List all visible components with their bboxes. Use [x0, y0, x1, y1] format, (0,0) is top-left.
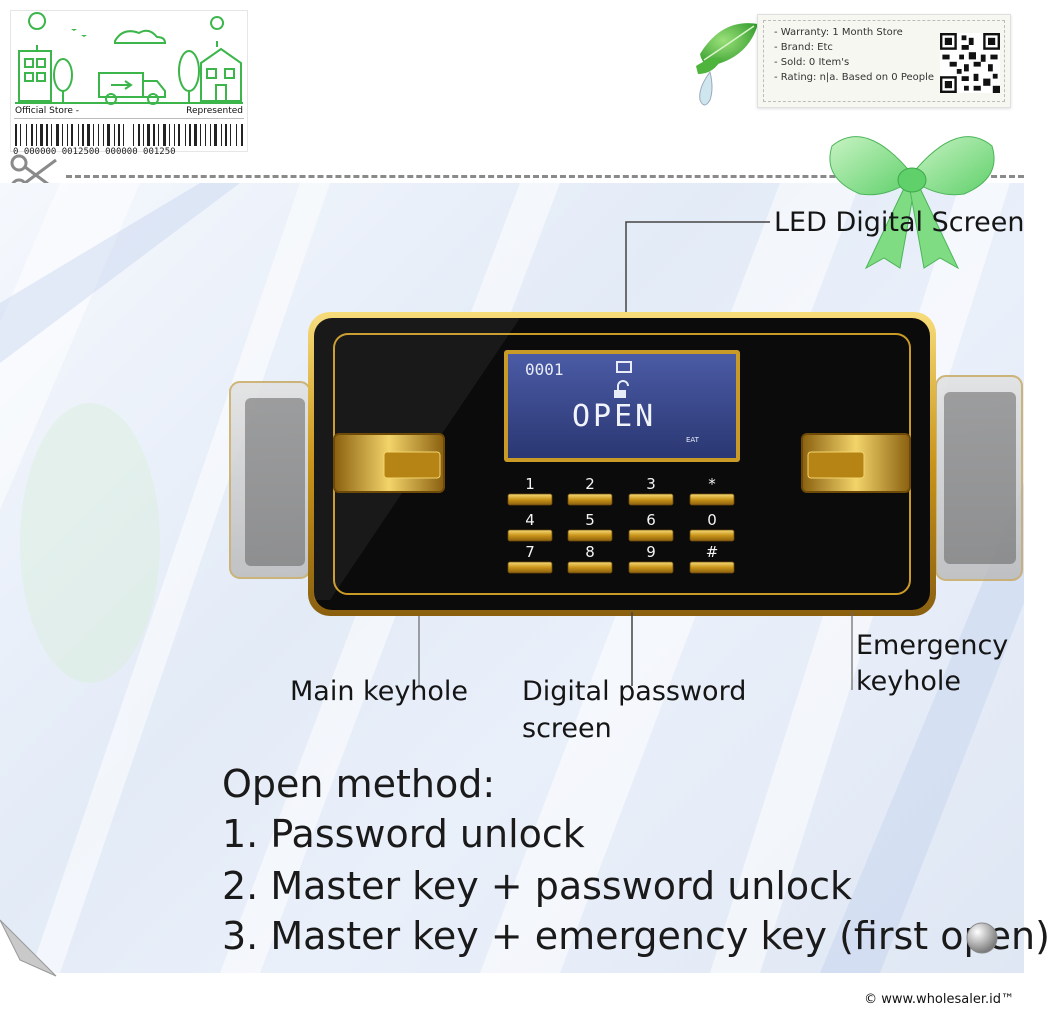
keypad-panel-illustration: 0001 OPEN EAT 1 2 3 * 4 5 6 0 7 8 9 #: [229, 221, 1023, 690]
label-digital-password-screen: screen: [522, 713, 612, 744]
store-divider: [14, 118, 244, 119]
key-label: 6: [646, 511, 656, 529]
store-name: Official Store -: [15, 106, 80, 116]
key-label: 7: [525, 543, 535, 561]
battery-icon: [616, 361, 632, 373]
keypad-key[interactable]: [567, 493, 613, 506]
copyright-text: © www.wholesaler.id™: [864, 992, 1014, 1007]
keypad-key[interactable]: [689, 529, 735, 542]
keypad-key[interactable]: [628, 493, 674, 506]
keypad: 1 2 3 * 4 5 6 0 7 8 9 #: [507, 475, 735, 574]
cut-line: [66, 175, 1024, 178]
leaf-icon: [696, 23, 758, 106]
page-curl-icon: [0, 919, 57, 977]
lcd-small-text: EAT: [686, 436, 700, 444]
open-method-item: 2. Master key + password unlock: [222, 864, 853, 908]
lcd-counter: 0001: [525, 360, 564, 379]
key-label: 9: [646, 543, 656, 561]
info-card-border: - Warranty: 1 Month Store - Brand: Etc -…: [763, 20, 1005, 102]
info-brand: - Brand: Etc: [774, 42, 833, 53]
keypad-key[interactable]: [567, 561, 613, 574]
keypad-key[interactable]: [628, 561, 674, 574]
open-method-item: 3. Master key + emergency key (first ope…: [222, 914, 1050, 958]
label-led-digital-screen: LED Digital Screen: [774, 207, 1025, 238]
key-label: 4: [525, 511, 535, 529]
keypad-key[interactable]: [567, 529, 613, 542]
open-method-title: Open method:: [222, 762, 496, 806]
key-label: 1: [525, 475, 535, 493]
key-label: *: [708, 475, 716, 493]
keypad-key[interactable]: [507, 561, 553, 574]
key-label: 3: [646, 475, 656, 493]
store-represented: Represented: [186, 106, 243, 116]
keypad-key[interactable]: [689, 561, 735, 574]
keypad-key[interactable]: [689, 493, 735, 506]
open-method-item: 1. Password unlock: [222, 812, 585, 856]
knob-icon: [966, 922, 998, 954]
key-label: #: [706, 543, 719, 561]
store-badge: Official Store - Represented 0 000000 00…: [10, 10, 248, 157]
product-info-card: - Warranty: 1 Month Store - Brand: Etc -…: [757, 14, 1011, 108]
unlock-icon: [617, 380, 629, 392]
barcode-digits: 0 000000 0012500 000000 001250: [13, 147, 176, 157]
keypad-key[interactable]: [507, 529, 553, 542]
keypad-key[interactable]: [507, 493, 553, 506]
label-emergency-keyhole: keyhole: [856, 666, 962, 697]
info-warranty: - Warranty: 1 Month Store: [774, 27, 903, 38]
label-emergency: Emergency: [856, 630, 1009, 661]
label-main-keyhole: Main keyhole: [290, 676, 469, 707]
info-rating: - Rating: n|a. Based on 0 People: [774, 72, 935, 83]
qr-code-icon: [940, 33, 1000, 93]
lcd-status: OPEN: [572, 399, 656, 434]
key-label: 0: [707, 511, 717, 529]
keypad-key[interactable]: [628, 529, 674, 542]
key-label: 2: [585, 475, 595, 493]
label-digital-password: Digital password: [522, 676, 747, 707]
info-sold: - Sold: 0 Item's: [774, 57, 850, 68]
city-delivery-illustration: [15, 12, 243, 105]
ribbon-bow-icon: [829, 136, 995, 270]
barcode: [15, 124, 243, 146]
key-label: 8: [585, 543, 595, 561]
panel-body: [314, 318, 930, 610]
callout-led: [625, 221, 770, 312]
key-label: 5: [585, 511, 595, 529]
